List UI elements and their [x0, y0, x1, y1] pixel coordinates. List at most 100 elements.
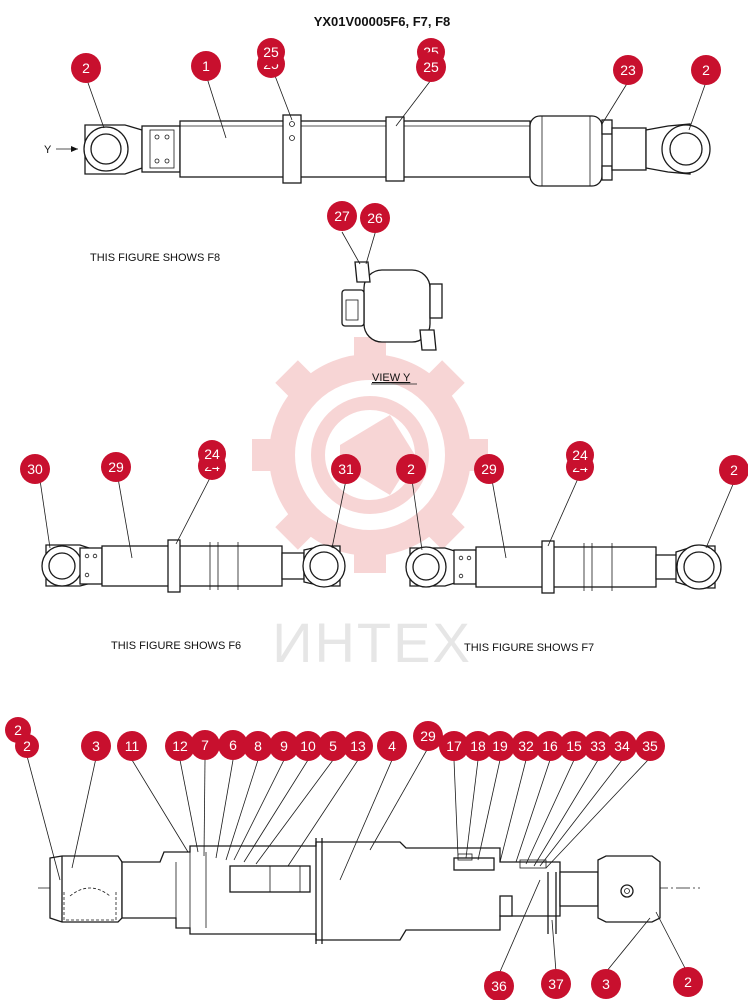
callout-badge: 2	[396, 454, 426, 484]
caption-f6: THIS FIGURE SHOWS F6	[111, 640, 241, 652]
watermark-gear-icon	[252, 337, 488, 573]
svg-text:2: 2	[730, 462, 738, 478]
callout-badge: 4	[377, 731, 407, 761]
callout-badge: 5	[318, 731, 348, 761]
svg-text:10: 10	[300, 738, 316, 754]
callout-badge: 2	[691, 55, 721, 85]
svg-text:24: 24	[572, 447, 588, 463]
callout-badge: 15	[559, 731, 589, 761]
callout-badge: 10	[293, 731, 323, 761]
svg-text:2: 2	[407, 461, 415, 477]
callout-badge: 2	[719, 455, 748, 485]
callout-badge: 34	[607, 731, 637, 761]
callout-badge: 36	[484, 971, 514, 1000]
callout-badge: 33	[583, 731, 613, 761]
callout-badge: 13	[343, 731, 373, 761]
svg-text:29: 29	[481, 461, 497, 477]
svg-text:23: 23	[620, 62, 636, 78]
svg-text:27: 27	[334, 208, 350, 224]
svg-text:11: 11	[125, 738, 140, 754]
caption-view-y: VIEW Y	[372, 372, 411, 384]
svg-text:32: 32	[518, 738, 534, 754]
svg-text:15: 15	[566, 738, 582, 754]
sectional-view	[26, 747, 700, 975]
svg-text:3: 3	[92, 738, 100, 754]
callout-badge: 2	[71, 53, 101, 83]
callout-badge: 25	[416, 52, 446, 82]
svg-text:30: 30	[27, 461, 43, 477]
caption-f7: THIS FIGURE SHOWS F7	[464, 642, 594, 654]
svg-text:2: 2	[82, 60, 90, 76]
svg-text:5: 5	[329, 738, 337, 754]
callout-badge: 1	[191, 51, 221, 81]
svg-text:36: 36	[491, 978, 507, 994]
callout-badge: 23	[613, 55, 643, 85]
watermark-text: ИНТЕХ	[272, 611, 472, 674]
svg-text:31: 31	[338, 461, 354, 477]
callout-badge: 24	[566, 441, 594, 469]
callout-badge: 3	[591, 969, 621, 999]
callout-badge: 29	[413, 721, 443, 751]
callout-badge: 2	[673, 967, 703, 997]
svg-text:4: 4	[388, 738, 396, 754]
callouts: 2 2 2 1 25 25 25 25 23 2 27 26 30 29 24 …	[5, 38, 748, 1000]
svg-text:13: 13	[350, 738, 366, 754]
svg-text:2: 2	[14, 722, 22, 738]
svg-text:34: 34	[614, 738, 630, 754]
cylinder-f7	[405, 473, 735, 594]
svg-text:1: 1	[202, 58, 210, 74]
callout-badge: 35	[635, 731, 665, 761]
svg-text:2: 2	[23, 738, 31, 754]
svg-text:9: 9	[280, 738, 288, 754]
svg-text:35: 35	[642, 738, 658, 754]
svg-text:3: 3	[602, 976, 610, 992]
callout-badge: 17	[439, 731, 469, 761]
callout-badge: 37	[541, 969, 571, 999]
svg-text:8: 8	[254, 738, 262, 754]
view-y-detail	[341, 229, 443, 351]
callout-badge: 29	[101, 452, 131, 482]
callout-badge: 9	[269, 731, 299, 761]
svg-text:18: 18	[470, 738, 486, 754]
callout-badge: 31	[331, 454, 361, 484]
svg-text:29: 29	[108, 459, 124, 475]
svg-text:16: 16	[542, 738, 558, 754]
svg-text:33: 33	[590, 738, 606, 754]
callout-badge: 6	[218, 730, 248, 760]
callout-badge: 11	[117, 731, 147, 761]
svg-text:2: 2	[702, 62, 710, 78]
callout-badge: 30	[20, 454, 50, 484]
svg-text:17: 17	[446, 738, 462, 754]
caption-f8: THIS FIGURE SHOWS F8	[90, 252, 220, 264]
callout-badge: 16	[535, 731, 565, 761]
callout-badge: 26	[360, 203, 390, 233]
callout-badge: 12	[165, 731, 195, 761]
callout-badge: 25	[257, 38, 285, 66]
callout-badge: 2	[5, 717, 31, 743]
drawing-title: YX01V00005F6, F7, F8	[314, 14, 451, 29]
cylinder-f8: Y	[44, 67, 711, 187]
callout-badge: 24	[198, 440, 226, 468]
callout-badge: 18	[463, 731, 493, 761]
callout-badge: 27	[327, 201, 357, 231]
svg-text:25: 25	[263, 44, 279, 60]
y-arrow-label: Y	[44, 144, 52, 156]
callout-badge: 3	[81, 731, 111, 761]
callout-badge: 29	[474, 454, 504, 484]
svg-text:7: 7	[201, 737, 209, 753]
svg-text:29: 29	[420, 728, 436, 744]
callout-badge: 8	[243, 731, 273, 761]
svg-text:12: 12	[172, 738, 188, 754]
svg-text:2: 2	[684, 974, 692, 990]
callout-badge: 32	[511, 731, 541, 761]
svg-text:19: 19	[492, 738, 508, 754]
svg-text:25: 25	[423, 59, 439, 75]
svg-text:26: 26	[367, 210, 383, 226]
callout-badge: 19	[485, 731, 515, 761]
svg-text:24: 24	[204, 446, 220, 462]
svg-text:37: 37	[548, 976, 564, 992]
callout-badge: 7	[190, 730, 220, 760]
cylinder-f6	[39, 473, 347, 593]
svg-text:6: 6	[229, 737, 237, 753]
